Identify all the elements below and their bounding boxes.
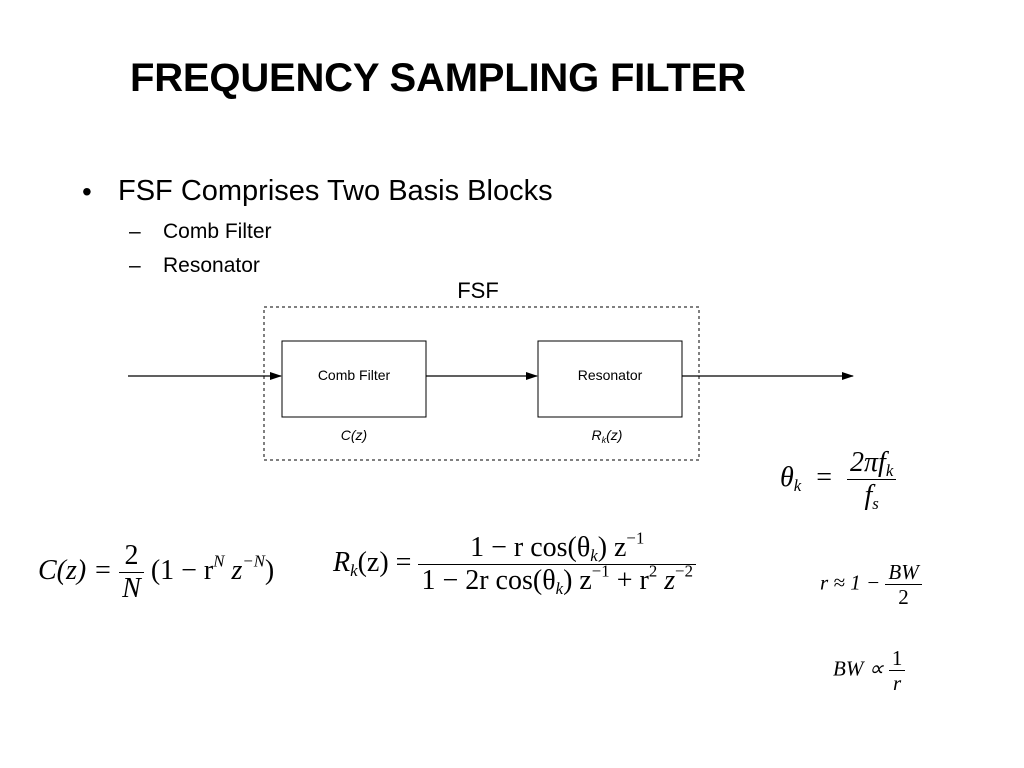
resonator-block [537, 340, 683, 418]
theta-fraction: 2πfk fs [847, 447, 897, 512]
comb-filter-block [281, 340, 427, 418]
comb-fraction: 2 N [119, 540, 144, 605]
comb-transfer-label: C(z) [341, 427, 367, 443]
bw-fraction: 1 r [888, 646, 906, 695]
comb-equation: C(z) = 2 N (1 − rN z−N) [38, 540, 275, 605]
resonator-transfer-label: Rk(z) [592, 427, 623, 445]
sub-bullet-comb-filter: Comb Filter [163, 220, 272, 243]
r-approx-fraction: BW 2 [885, 560, 922, 609]
fsf-group-label: FSF [457, 278, 499, 303]
resonator-equation: Rk(z) = 1 − r cos(θk) z−1 1 − 2r cos(θk)… [333, 530, 696, 597]
bw-proportional-equation: BW ∝ 1 r [833, 646, 906, 695]
sub-bullet-dash: – [129, 220, 141, 243]
slide-title: FREQUENCY SAMPLING FILTER [130, 56, 746, 100]
fsf-dashed-boundary [263, 306, 700, 461]
bullet-marker: • [82, 176, 92, 207]
comb-filter-block-label: Comb Filter [318, 367, 391, 383]
r-approx-equation: r ≈ 1 − BW 2 [820, 560, 922, 609]
resonator-fraction: 1 − r cos(θk) z−1 1 − 2r cos(θk) z−1 + r… [418, 530, 696, 597]
bullet-main: FSF Comprises Two Basis Blocks [118, 175, 553, 207]
theta-equation: θk = 2πfk fs [780, 447, 897, 512]
sub-bullet-dash: – [129, 254, 141, 277]
sub-bullet-resonator: Resonator [163, 254, 260, 277]
resonator-block-label: Resonator [578, 367, 643, 383]
